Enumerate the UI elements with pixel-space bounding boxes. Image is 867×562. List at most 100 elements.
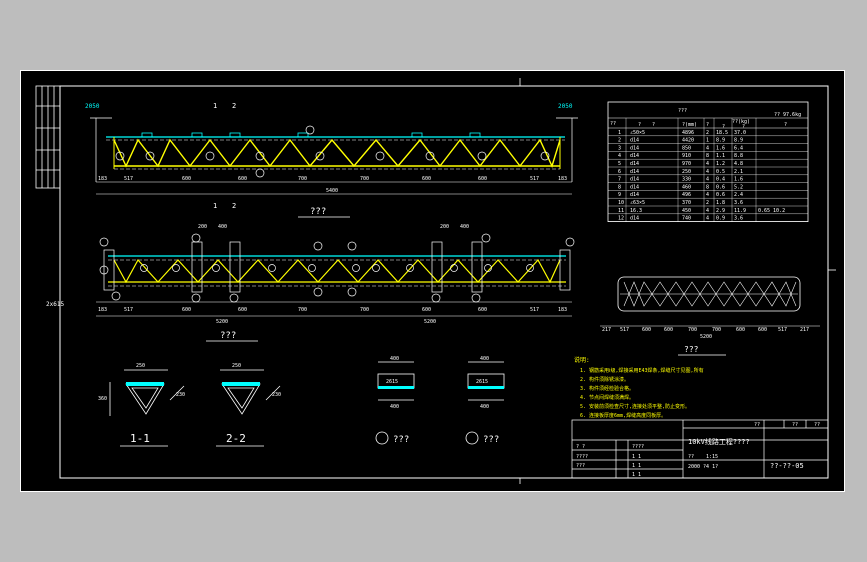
svg-text:??: ?? xyxy=(814,422,820,428)
table-cell: 4 xyxy=(706,216,709,222)
plate-dims: 200 400 200 400 xyxy=(198,224,469,230)
svg-text:1: 1 xyxy=(213,202,217,210)
svg-text:???: ??? xyxy=(576,463,585,469)
table-cell: 1 xyxy=(706,138,709,144)
svg-text:600: 600 xyxy=(478,307,487,313)
svg-text:2. 构件须除锈涂漆。: 2. 构件须除锈涂漆。 xyxy=(580,376,629,383)
svg-text:4. 节点间焊缝须满焊。: 4. 节点间焊缝须满焊。 xyxy=(580,394,634,401)
svg-text:400: 400 xyxy=(390,404,399,410)
table-cell: 370 xyxy=(682,200,691,206)
table-cell: 0.6 xyxy=(716,184,725,190)
table-cell: 0.4 xyxy=(716,177,725,183)
detail-views: 400 400 2615 2615 400 400 ??? ??? xyxy=(375,356,505,445)
svg-text:517: 517 xyxy=(778,327,787,333)
svg-text:????: ???? xyxy=(576,454,588,460)
svg-text:5. 安装前须检查尺寸,连接处须平整,防止变形。: 5. 安装前须检查尺寸,连接处须平整,防止变形。 xyxy=(580,403,690,410)
table-cell: d14 xyxy=(630,192,639,198)
table-cell: 8.9 xyxy=(734,138,743,144)
svg-text:400: 400 xyxy=(460,224,469,230)
table-weight: ?? 97.6kg xyxy=(774,112,801,118)
table-cell: ∠63×5 xyxy=(630,200,645,206)
table-cell: ∠50×5 xyxy=(630,130,645,136)
table-cell: 4 xyxy=(706,145,709,151)
elevation-title: ??? xyxy=(310,207,326,217)
svg-text:517: 517 xyxy=(620,327,629,333)
inner-frame xyxy=(59,85,829,479)
elev-dim-text: 183 517 600 600 700 700 600 600 517 183 … xyxy=(98,176,567,194)
table-cell: 7 xyxy=(618,177,621,183)
outer-frame xyxy=(20,70,845,492)
table-cell: d14 xyxy=(630,169,639,175)
svg-text:600: 600 xyxy=(642,327,651,333)
table-cell: 5.2 xyxy=(734,184,743,190)
svg-text:360: 360 xyxy=(98,396,107,402)
table-header: ? xyxy=(652,122,655,128)
title-block: ?? ?? ?? 10kV线路工程???? ? ? ???? ???? 1 1 … xyxy=(571,419,829,479)
svg-text:????: ???? xyxy=(632,444,644,450)
section-2-2-title: 2-2 xyxy=(226,432,246,445)
svg-text:517: 517 xyxy=(530,307,539,313)
section-1-1-title: 1-1 xyxy=(130,432,150,445)
table-cell: d14 xyxy=(630,184,639,190)
small-dim-text: 217 517 600 600 700 700 600 600 517 217 … xyxy=(602,327,809,340)
drawing-sheet: 2050 2050 1 2 xyxy=(20,70,845,492)
svg-text:600: 600 xyxy=(182,176,191,182)
table-cell: d14 xyxy=(630,161,639,167)
table-cell: 1.6 xyxy=(716,145,725,151)
table-cell: 6.4 xyxy=(734,145,743,151)
svg-text:600: 600 xyxy=(478,176,487,182)
table-header: ?? xyxy=(610,121,616,127)
svg-text:700: 700 xyxy=(360,307,369,313)
svg-text:600: 600 xyxy=(422,307,431,313)
table-cell: 16.3 xyxy=(630,208,642,214)
table-cell: d14 xyxy=(630,177,639,183)
table-cell: d14 xyxy=(630,145,639,151)
table-header: ? xyxy=(638,122,641,128)
svg-text:517: 517 xyxy=(124,307,133,313)
svg-text:1:15: 1:15 xyxy=(706,454,718,460)
table-cell: 6 xyxy=(618,169,621,175)
table-cell: 4 xyxy=(706,169,709,175)
svg-text:400: 400 xyxy=(390,356,399,362)
table-cell: 910 xyxy=(682,153,691,159)
table-cell: 0.6 xyxy=(716,192,725,198)
svg-text:400: 400 xyxy=(480,404,489,410)
svg-text:400: 400 xyxy=(480,356,489,362)
table-cell: 8 xyxy=(618,184,621,190)
svg-text:217: 217 xyxy=(602,327,611,333)
table-cell: 18.5 xyxy=(716,130,728,136)
table-header: ? xyxy=(784,122,787,128)
svg-text:6. 连接板厚度6mm,焊缝高度同板厚。: 6. 连接板厚度6mm,焊缝高度同板厚。 xyxy=(580,412,666,419)
plan-title: ??? xyxy=(220,331,236,341)
table-cell: 10 xyxy=(618,200,624,206)
svg-text:600: 600 xyxy=(238,176,247,182)
table-cell: 250 xyxy=(682,169,691,175)
svg-text:2615: 2615 xyxy=(476,379,488,385)
svg-text:??: ?? xyxy=(688,454,694,460)
table-cell: 2 xyxy=(706,130,709,136)
svg-text:183: 183 xyxy=(98,176,107,182)
table-cell: 2.1 xyxy=(734,169,743,175)
cad-drawing: 2050 2050 1 2 xyxy=(20,70,845,492)
svg-text:517: 517 xyxy=(124,176,133,182)
drawing-date: 2000 ?4 1? xyxy=(688,464,718,470)
svg-text:1 1: 1 1 xyxy=(632,454,641,460)
table-cell: 2.4 xyxy=(734,192,743,198)
table-cell: 11.9 xyxy=(734,208,746,214)
frame-ticks xyxy=(519,78,836,484)
svg-text:1. 钢筋采用Ⅰ级,焊接采用E43焊条,焊缝尺寸见图,所有: 1. 钢筋采用Ⅰ级,焊接采用E43焊条,焊缝尺寸见图,所有 xyxy=(580,367,704,374)
svg-text:600: 600 xyxy=(664,327,673,333)
table-cell: 1 xyxy=(618,130,621,136)
label-left-bot: 2x615 xyxy=(46,301,64,308)
label-left-top: 2050 xyxy=(85,103,100,110)
svg-text:5400: 5400 xyxy=(326,188,338,194)
svg-text:5200: 5200 xyxy=(216,319,228,325)
table-cell: 450 xyxy=(682,208,691,214)
svg-text:517: 517 xyxy=(530,176,539,182)
section-views: 250 250 360 230 230 1-1 2-2 xyxy=(98,363,281,447)
table-cell: 4 xyxy=(706,177,709,183)
table-cell: 8.8 xyxy=(734,153,743,159)
table-cell: 4 xyxy=(618,153,621,159)
svg-text:? ?: ? ? xyxy=(576,444,585,450)
